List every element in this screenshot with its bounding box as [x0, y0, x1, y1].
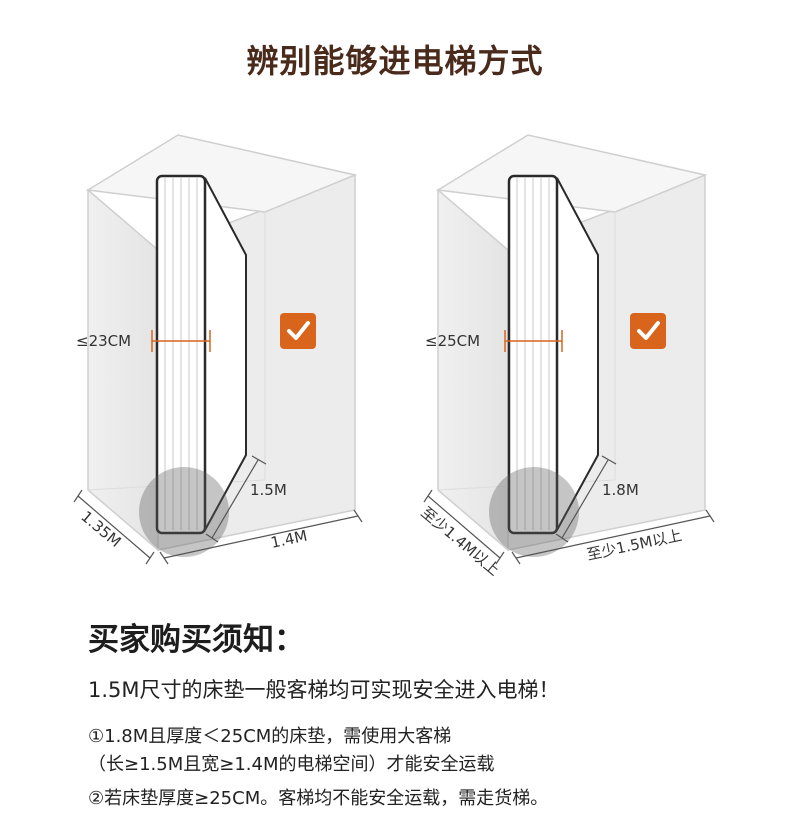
notice-lead: 1.5M尺寸的床垫一般客梯均可实现安全进入电梯！: [88, 678, 560, 702]
height-measure-1: [205, 455, 267, 543]
mattress-2: [507, 174, 599, 535]
check-icon: [630, 313, 666, 349]
shadow-circle-1: [139, 467, 229, 557]
mattress-1: [155, 174, 247, 535]
height-measure-2: [555, 455, 617, 543]
check-icon: [280, 313, 316, 349]
page-title: 辨别能够进电梯方式: [246, 42, 544, 80]
height-label-1: 1.5M: [250, 481, 287, 499]
depth-measure-2: [423, 489, 505, 565]
notice-item: ②若床垫厚度≥25CM。客梯均不能安全运载，需走货梯。: [88, 788, 549, 809]
notice-item: ①1.8M且厚度＜25CM的床垫，需使用大客梯: [88, 726, 452, 747]
shadow-circle-2: [489, 467, 579, 557]
depth-measure-1: [73, 489, 155, 565]
notice-item: （长≥1.5M且宽≥1.4M的电梯空间）才能安全运载: [88, 754, 495, 775]
height-label-2: 1.8M: [602, 481, 639, 499]
elevator-diagram: ≤23CM 1.5M 1.4M 1.35M: [73, 134, 715, 579]
notice-heading: 买家购买须知：: [88, 622, 305, 658]
thickness-measure-1: [151, 330, 211, 352]
width-label-1: 1.4M: [269, 527, 309, 552]
thickness-measure-2: [504, 330, 563, 352]
width-measure-2: [511, 509, 715, 565]
thickness-label-2: ≤25CM: [425, 332, 480, 350]
thickness-label-1: ≤23CM: [76, 332, 131, 350]
width-measure-1: [159, 509, 363, 565]
